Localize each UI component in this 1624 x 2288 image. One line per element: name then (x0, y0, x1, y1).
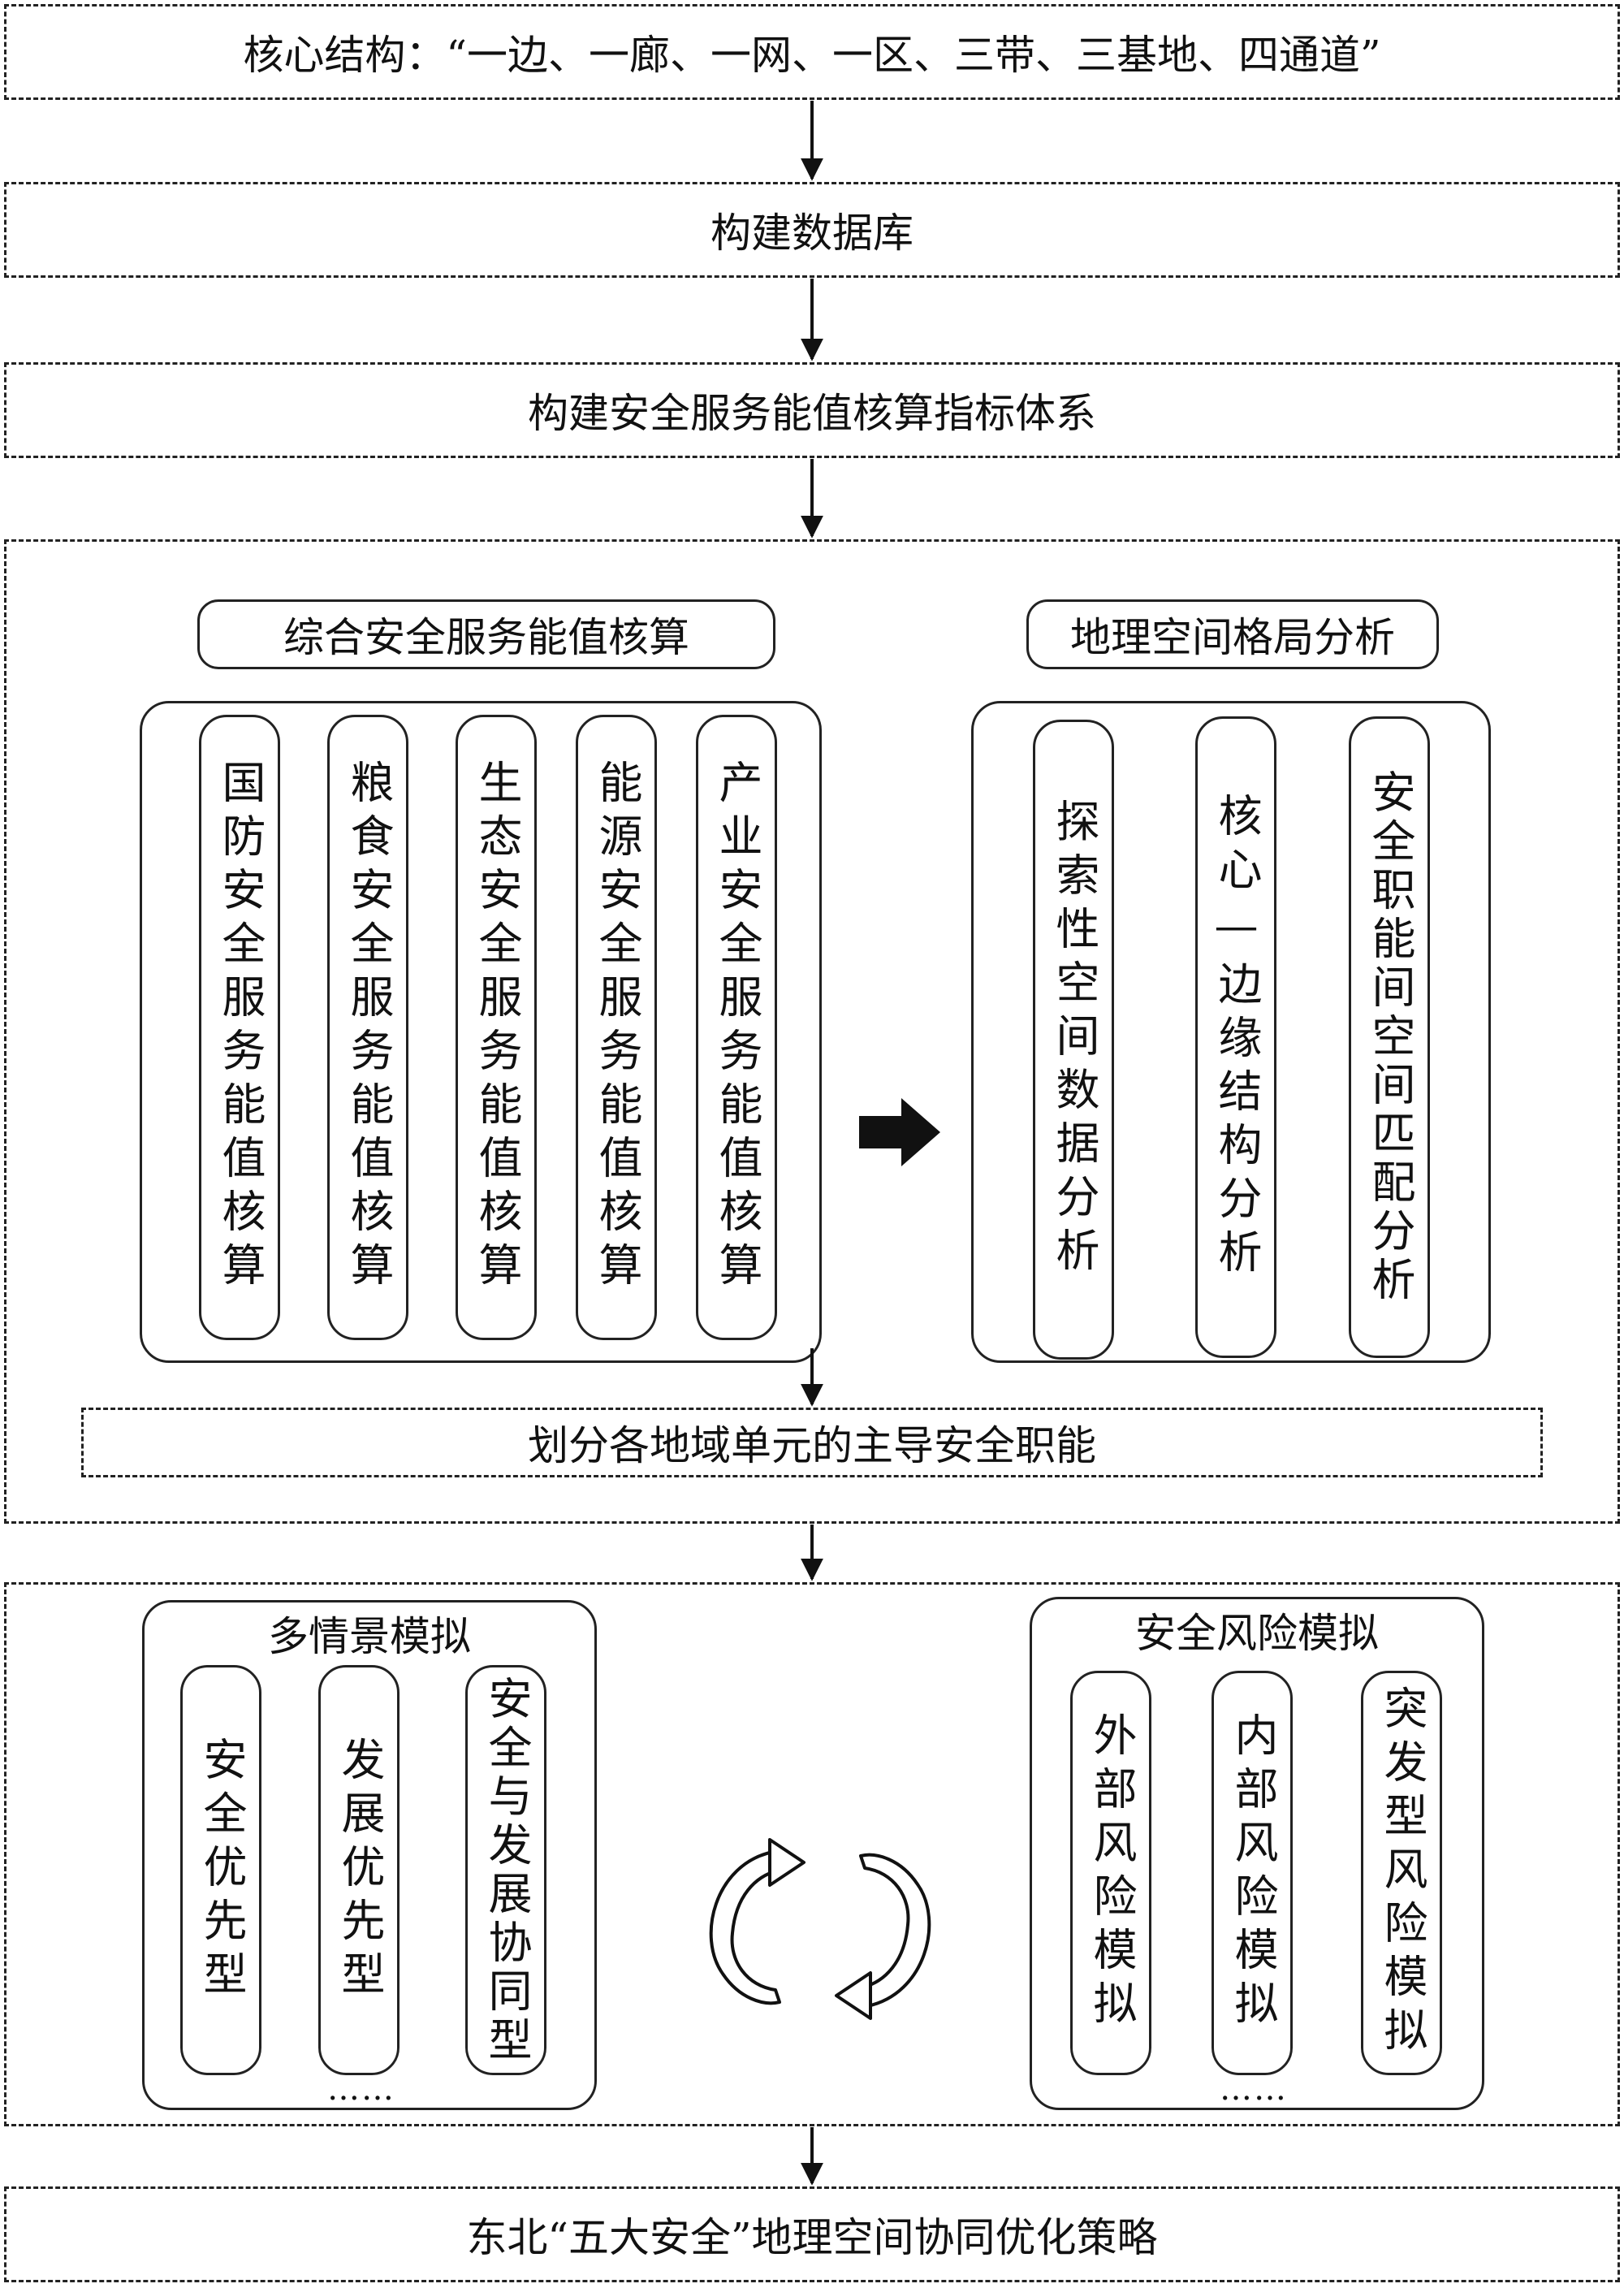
scenario-item-development-first: 发展优先型 (318, 1665, 400, 2075)
scenario-item-coordinated: 安全与发展协同型 (465, 1665, 546, 2075)
cycle-arrows-icon (709, 1838, 931, 2020)
risk-item-label: 突发型风险模拟 (1376, 1685, 1427, 2061)
scenario-more-text: …… (327, 2070, 395, 2108)
scenario-item-security-first: 安全优先型 (180, 1665, 261, 2075)
accounting-item-defense: 国防安全服务能值核算 (199, 715, 280, 1340)
accounting-item-grain: 粮食安全服务能值核算 (327, 715, 408, 1340)
spatial-item-label: 探索性空间数据分析 (1048, 798, 1099, 1281)
step-core-structure: 核心结构：“一边、一廊、一网、一区、三带、三基地、四通道” (4, 4, 1620, 100)
block-right-arrow-icon (859, 1098, 940, 1166)
accounting-item-label: 能源安全服务能值核算 (591, 759, 642, 1295)
step-build-database: 构建数据库 (4, 182, 1620, 278)
risk-more: …… (1197, 2070, 1311, 2108)
accounting-item-label: 国防安全服务能值核算 (214, 759, 266, 1295)
strategy-text: 东北“五大安全”地理空间协同优化策略 (466, 2214, 1158, 2261)
risk-item-label: 内部风险模拟 (1227, 1712, 1278, 2034)
scenario-item-label: 安全优先型 (196, 1736, 247, 2005)
risk-more-text: …… (1220, 2070, 1288, 2108)
accounting-title: 综合安全服务能值核算 (283, 614, 689, 661)
accounting-item-label: 粮食安全服务能值核算 (343, 759, 394, 1295)
accounting-item-industry: 产业安全服务能值核算 (696, 715, 777, 1340)
risk-item-sudden: 突发型风险模拟 (1361, 1671, 1442, 2075)
accounting-item-label: 生态安全服务能值核算 (471, 759, 522, 1295)
step-divide-functions: 划分各地域单元的主导安全职能 (81, 1408, 1543, 1477)
divide-functions-text: 划分各地域单元的主导安全职能 (528, 1422, 1096, 1469)
spatial-item-label: 安全职能间空间匹配分析 (1364, 769, 1415, 1305)
risk-item-internal: 内部风险模拟 (1212, 1671, 1293, 2075)
accounting-item-energy: 能源安全服务能值核算 (576, 715, 657, 1340)
risk-title-text: 安全风险模拟 (1135, 1610, 1379, 1657)
risk-item-label: 外部风险模拟 (1086, 1712, 1137, 2034)
spatial-item-core-periphery: 核心—边缘结构分析 (1195, 716, 1276, 1358)
scenario-item-label: 安全与发展协同型 (481, 1675, 532, 2065)
step-strategy: 东北“五大安全”地理空间协同优化策略 (4, 2186, 1620, 2282)
spatial-title: 地理空间格局分析 (1070, 614, 1395, 661)
analysis-container (4, 539, 1620, 1524)
core-structure-text: 核心结构：“一边、一廊、一网、一区、三带、三基地、四通道” (243, 32, 1381, 79)
accounting-title-box: 综合安全服务能值核算 (197, 599, 775, 669)
build-database-text: 构建数据库 (710, 210, 914, 257)
accounting-item-label: 产业安全服务能值核算 (711, 759, 762, 1295)
spatial-item-matching: 安全职能间空间匹配分析 (1349, 716, 1430, 1358)
spatial-item-label: 核心—边缘结构分析 (1211, 792, 1262, 1282)
scenario-title: 多情景模拟 (142, 1605, 597, 1662)
risk-item-external: 外部风险模拟 (1070, 1671, 1151, 2075)
simulation-container (4, 1582, 1620, 2126)
spatial-title-box: 地理空间格局分析 (1026, 599, 1439, 669)
step-build-index-system: 构建安全服务能值核算指标体系 (4, 362, 1620, 458)
risk-title: 安全风险模拟 (1030, 1602, 1484, 1659)
build-index-system-text: 构建安全服务能值核算指标体系 (528, 390, 1096, 437)
accounting-item-ecology: 生态安全服务能值核算 (456, 715, 537, 1340)
scenario-more: …… (304, 2070, 418, 2108)
scenario-item-label: 发展优先型 (334, 1736, 385, 2005)
spatial-item-esda: 探索性空间数据分析 (1033, 720, 1114, 1360)
scenario-title-text: 多情景模拟 (268, 1613, 471, 1660)
